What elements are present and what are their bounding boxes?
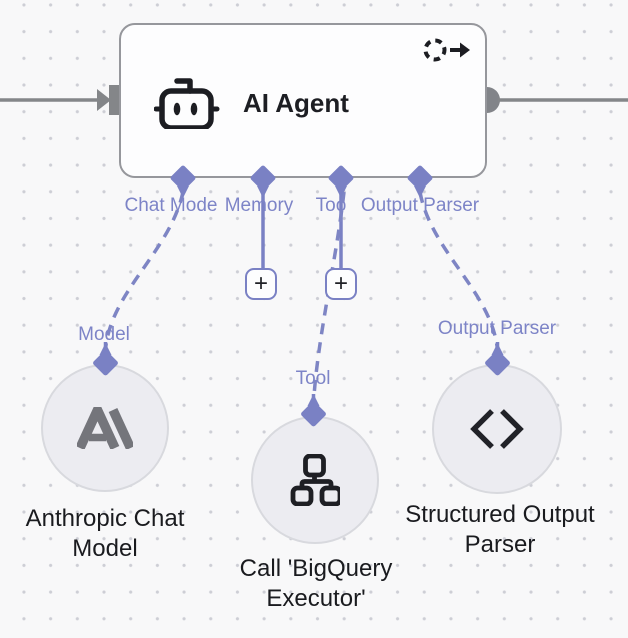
- node-label-structured-output-parser: Structured Output Parser: [405, 501, 595, 558]
- node-anthropic-chat-model[interactable]: [41, 364, 169, 492]
- node-label-anthropic-chat-model: Anthropic Chat Model: [25, 505, 185, 562]
- input-arrow-icon: [97, 89, 111, 111]
- add-tool-button[interactable]: +: [325, 268, 357, 300]
- ai-agent-title: AI Agent: [243, 88, 349, 118]
- dashed-circle-arrow-icon: [423, 38, 470, 62]
- connector-label-memory: Memory: [224, 195, 294, 216]
- node-bigquery-executor-tool[interactable]: [251, 416, 379, 544]
- sitemap-icon: [290, 454, 340, 506]
- add-memory-button[interactable]: +: [245, 268, 277, 300]
- anthropic-logo-icon: [77, 407, 133, 449]
- model-port-label: Model: [78, 324, 130, 345]
- connector-label-chat-model: Chat Mode: [124, 195, 218, 216]
- connector-label-output-parser: Output Parser: [360, 195, 480, 216]
- node-label-bigquery-executor: Call 'BigQuery Executor': [239, 555, 393, 612]
- code-brackets-icon: [470, 409, 524, 449]
- output-parser-port-label: Output Parser: [437, 318, 557, 339]
- tool-port-label: Tool: [295, 368, 331, 389]
- plus-icon: +: [333, 270, 348, 297]
- plus-icon: +: [253, 270, 268, 297]
- robot-icon: [154, 78, 220, 129]
- connector-label-tool: Too: [315, 195, 347, 216]
- node-structured-output-parser[interactable]: [432, 364, 562, 494]
- ai-agent-node[interactable]: AI Agent: [119, 23, 487, 178]
